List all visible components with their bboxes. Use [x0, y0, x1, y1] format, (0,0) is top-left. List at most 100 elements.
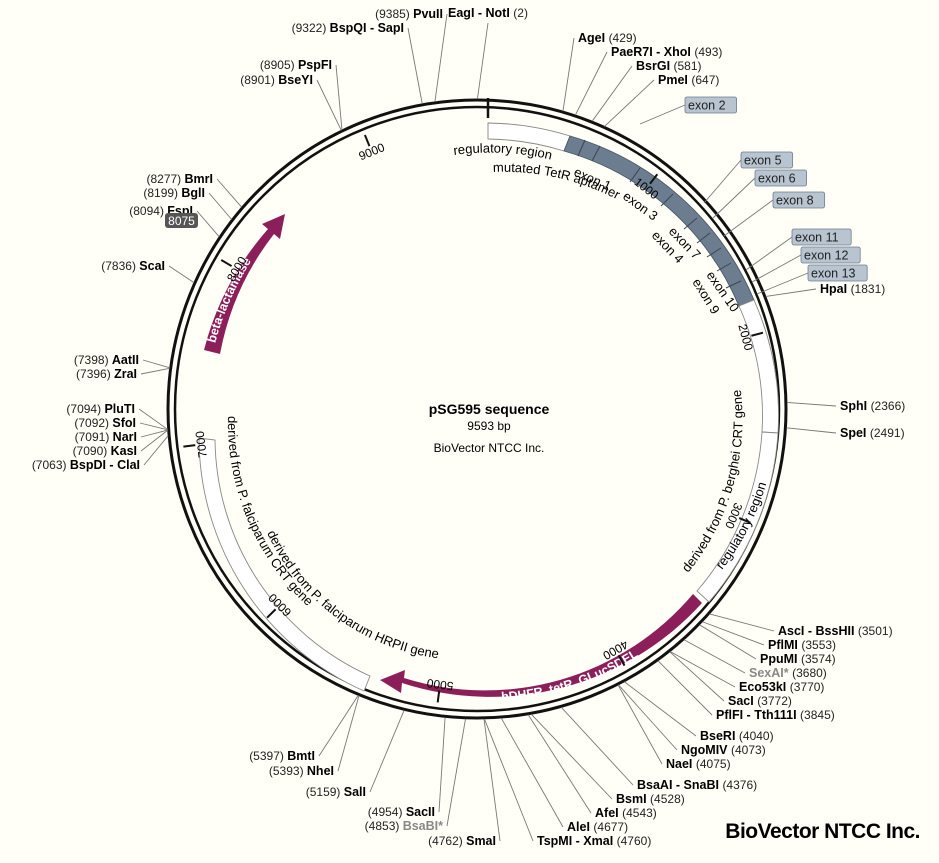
exon-callout-label: exon 5 [744, 154, 782, 168]
site-position: (4954) [368, 805, 406, 819]
restriction-site[interactable]: (8905) PspFI [260, 58, 343, 130]
restriction-site[interactable]: PpuMI (3574) [699, 624, 836, 666]
site-label: TspMI - XmaI (4760) [537, 834, 651, 848]
site-name: NheI [307, 764, 334, 778]
site-leader-line [434, 13, 448, 102]
site-position: (1831) [851, 282, 886, 296]
restriction-site[interactable]: (5393) NheI [269, 695, 360, 778]
restriction-site[interactable]: (8901) BseYI [240, 73, 342, 131]
site-label: (8199) BglI [143, 186, 205, 200]
site-position: (3501) [858, 624, 893, 638]
restriction-site[interactable]: (7091) NarI [75, 429, 168, 444]
restriction-site[interactable]: PflFI - Tth111I (3845) [657, 660, 835, 722]
site-label: BseRI (4040) [700, 729, 774, 743]
site-position: (4853) [365, 819, 403, 833]
site-leader-line [683, 639, 746, 674]
restriction-site[interactable]: (7092) SfoI [74, 416, 168, 431]
site-leader-line [527, 714, 592, 814]
exon-callout: exon 13 [756, 264, 868, 295]
site-position: (4075) [696, 757, 731, 771]
restriction-site[interactable]: PmeI (647) [604, 73, 719, 127]
site-position: (7396) [76, 367, 114, 381]
restriction-site[interactable]: (4954) SacII [368, 717, 446, 819]
restriction-site[interactable]: (9322) BspQI - SapI [292, 21, 423, 104]
site-label: SphI (2366) [840, 399, 905, 413]
site-position: (2) [513, 6, 528, 20]
restriction-site[interactable]: BsrGI (581) [591, 59, 702, 122]
site-label: PflMI (3553) [768, 638, 836, 652]
site-name: PvuII [413, 7, 443, 21]
restriction-site[interactable]: (8199) BglI [143, 186, 233, 220]
site-name: ZraI [114, 367, 137, 381]
site-name: PluTI [104, 402, 135, 416]
site-leader-line [196, 210, 220, 238]
restriction-site[interactable]: (4853) BsaBI* [365, 718, 466, 833]
restriction-site[interactable]: (7063) BspDI - ClaI [32, 435, 169, 472]
restriction-site[interactable]: (7090) KasI [73, 429, 169, 458]
restriction-site[interactable]: (7398) AatII [74, 353, 170, 369]
restriction-site[interactable]: BsmI (4528) [530, 713, 685, 806]
site-label: PmeI (647) [658, 73, 719, 87]
restriction-site[interactable]: (5159) SalI [306, 710, 405, 799]
site-position: (581) [674, 59, 702, 73]
exon-callout: exon 6 [712, 169, 807, 219]
site-name: PpuMI [760, 652, 801, 666]
site-leader-line [699, 624, 757, 660]
site-name: SexAI* [749, 666, 792, 680]
restriction-site[interactable]: (8277) BmrI [146, 172, 243, 208]
site-position: (5397) [249, 749, 287, 763]
restriction-site[interactable]: (7396) ZraI [76, 367, 170, 381]
restriction-site[interactable]: SphI (2366) [786, 399, 905, 413]
restriction-site[interactable]: NgoMIV (4073) [618, 684, 766, 757]
restriction-site[interactable]: SacI (3772) [669, 651, 792, 708]
restriction-site[interactable]: PflMI (3553) [702, 621, 836, 652]
restriction-site[interactable]: Eco53kI (3770) [669, 651, 824, 694]
restriction-site[interactable]: BseRI (4040) [624, 681, 774, 743]
site-position: (7398) [74, 353, 112, 367]
site-leader-line [140, 429, 169, 452]
exon-callout-label: exon 12 [804, 249, 849, 263]
plasmid-length: 9593 bp [467, 419, 511, 433]
site-leader-line [483, 718, 534, 842]
site-position: (5393) [269, 764, 307, 778]
restriction-site[interactable]: (9385) PvuII [375, 7, 448, 102]
restriction-site[interactable]: SpeI (2491) [786, 426, 905, 440]
restriction-site[interactable]: HpaI (1831) [765, 282, 886, 297]
restriction-site[interactable]: BsaAI - SnaBI (4376) [560, 707, 757, 792]
site-name: SfoI [112, 416, 136, 430]
restriction-site[interactable]: EagI - NotI (2) [448, 6, 528, 100]
feature-bands [198, 122, 779, 692]
exon-callout: exon 2 [639, 96, 737, 125]
restriction-site[interactable]: (4762) SmaI [428, 718, 501, 848]
site-label: (7094) PluTI [66, 402, 135, 416]
site-position: (3553) [801, 638, 836, 652]
site-label: (9322) BspQI - SapI [292, 21, 404, 35]
site-leader-line [562, 37, 575, 112]
site-position: (3574) [801, 652, 836, 666]
restriction-site[interactable]: AgeI (429) [562, 31, 637, 112]
restriction-sites: EagI - NotI (2) AgeI (429)PaeR7I - XhoI (… [32, 6, 905, 848]
site-label: PaeR7I - XhoI (493) [611, 45, 722, 59]
restriction-site[interactable]: SexAI* (3680) [683, 639, 827, 680]
site-label: (7836) ScaI [101, 259, 165, 273]
restriction-site[interactable]: AfeI (4543) [527, 714, 657, 820]
restriction-site[interactable]: (7094) PluTI [66, 402, 168, 430]
site-leader-line [216, 178, 243, 208]
restriction-site[interactable]: AleI (4677) [500, 717, 628, 834]
restriction-site[interactable]: AscI - BssHII (3501) [709, 613, 893, 638]
site-label: (7063) BspDI - ClaI [32, 458, 140, 472]
restriction-site[interactable]: TspMI - XmaI (4760) [483, 718, 651, 848]
site-name: PspFI [298, 58, 332, 72]
exon-callout-label: exon 6 [758, 172, 796, 186]
site-label: AscI - BssHII (3501) [778, 624, 893, 638]
restriction-site[interactable]: NaeI (4075) [617, 684, 731, 771]
restriction-site[interactable]: (5397) BmtI [249, 695, 359, 763]
site-leader-line [140, 367, 170, 375]
site-label: (4853) BsaBI* [365, 819, 443, 833]
site-label: AleI (4677) [567, 820, 628, 834]
site-position: (2366) [871, 399, 906, 413]
site-leader-line [530, 713, 613, 800]
restriction-site[interactable]: (7836) ScaI [101, 259, 195, 283]
restriction-site[interactable]: PaeR7I - XhoI (493) [574, 45, 722, 116]
site-name: BseYI [278, 73, 313, 87]
